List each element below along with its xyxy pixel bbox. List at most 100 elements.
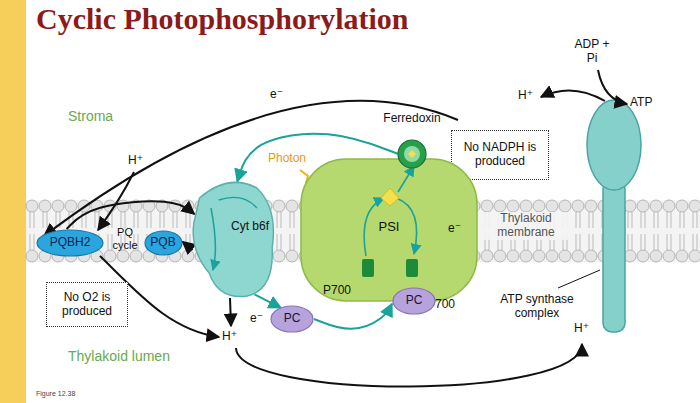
figure-part bbox=[186, 234, 187, 250]
figure-part bbox=[671, 212, 672, 228]
figure-part bbox=[494, 250, 506, 262]
figure-part bbox=[507, 250, 519, 262]
figure-part bbox=[481, 250, 493, 262]
figure-part bbox=[130, 250, 142, 262]
figure-part bbox=[654, 234, 655, 250]
figure-part bbox=[37, 230, 103, 256]
text-holder: PC bbox=[392, 287, 436, 315]
text-label: Photon bbox=[268, 152, 306, 166]
plastoquinone: PQB bbox=[144, 230, 183, 256]
figure-part bbox=[628, 234, 629, 250]
ferredoxin: Ferredoxin bbox=[370, 112, 454, 170]
figure-part bbox=[624, 250, 636, 262]
node-text: No O2 is produced bbox=[50, 291, 124, 319]
figure-part bbox=[160, 212, 161, 228]
figure-part bbox=[294, 212, 295, 228]
text-holder: No NADPH is produced bbox=[452, 131, 548, 179]
figure-part bbox=[559, 200, 571, 212]
note-box: No NADPH is produced bbox=[451, 130, 549, 180]
figure-part bbox=[99, 212, 100, 228]
node-text: ATP synthase complex bbox=[496, 293, 578, 321]
text-holder: PC bbox=[270, 305, 314, 333]
plastocyanin: PC bbox=[270, 305, 314, 333]
figure-part bbox=[164, 212, 165, 228]
figure-part bbox=[406, 259, 418, 277]
node-text: Cyt b6f bbox=[230, 220, 270, 234]
figure-part bbox=[290, 234, 291, 250]
figure-part bbox=[603, 180, 625, 332]
node-text: PQBH2 bbox=[50, 236, 91, 250]
node-text: PQB bbox=[150, 236, 175, 250]
text-holder: PQB bbox=[144, 230, 183, 256]
figure-part bbox=[689, 200, 700, 212]
node-text: No NADPH is produced bbox=[455, 141, 545, 169]
text-label: H⁺ bbox=[574, 322, 589, 336]
figure-part bbox=[145, 231, 182, 255]
text-label: H⁺ bbox=[518, 89, 533, 103]
figure-part bbox=[689, 250, 700, 262]
figure-part bbox=[667, 212, 668, 228]
figure-part bbox=[589, 212, 590, 228]
text-holder: No O2 is produced bbox=[47, 283, 127, 326]
figure-part bbox=[34, 234, 35, 250]
figure-part bbox=[580, 234, 581, 250]
figure-part bbox=[580, 212, 581, 228]
atp-formation-arrow bbox=[598, 70, 627, 104]
plastoquinol: PQBH2 bbox=[36, 229, 104, 257]
figure-part bbox=[658, 212, 659, 228]
figure-part bbox=[559, 250, 571, 262]
figure-part bbox=[593, 234, 594, 250]
node-text: P700 bbox=[316, 284, 358, 298]
figure-part bbox=[576, 212, 577, 228]
figure-part bbox=[684, 234, 685, 250]
figure-part bbox=[680, 234, 681, 250]
text-holder: ATP synthase complex bbox=[496, 282, 578, 332]
text-label: H⁺ bbox=[222, 330, 237, 344]
figure-part bbox=[684, 212, 685, 228]
figure-part bbox=[52, 200, 64, 212]
figure-part bbox=[281, 234, 282, 250]
figure-part bbox=[34, 212, 35, 228]
figure-part bbox=[585, 250, 597, 262]
text-label: Thylakoid lumen bbox=[68, 348, 170, 364]
figure-part bbox=[663, 250, 675, 262]
figure-part bbox=[117, 250, 129, 262]
figure-part bbox=[393, 288, 435, 314]
figure-part bbox=[576, 234, 577, 250]
figure-part bbox=[658, 234, 659, 250]
figure-part bbox=[95, 212, 96, 228]
figure-part bbox=[47, 212, 48, 228]
figure-part bbox=[693, 212, 694, 228]
figure-part bbox=[632, 212, 633, 228]
figure-part bbox=[190, 212, 191, 228]
figure-part bbox=[404, 146, 420, 162]
figure-part bbox=[546, 250, 558, 262]
figure-part bbox=[624, 200, 636, 212]
figure-part bbox=[104, 250, 116, 262]
connector-arrow bbox=[314, 304, 392, 329]
text-label: e⁻ bbox=[448, 222, 461, 236]
figure-part bbox=[641, 234, 642, 250]
figure-part bbox=[645, 234, 646, 250]
figure-part bbox=[286, 250, 298, 262]
figure-part bbox=[533, 200, 545, 212]
figure-part bbox=[398, 140, 426, 168]
proton-release-arrow bbox=[541, 90, 605, 101]
figure-part bbox=[671, 234, 672, 250]
node-text: PC bbox=[406, 294, 423, 308]
figure-part bbox=[589, 234, 590, 250]
proton-gradient-arrow bbox=[236, 344, 582, 387]
figure-part bbox=[663, 200, 675, 212]
figure-part bbox=[65, 200, 77, 212]
figure-title: Cyclic Photophosphorylation bbox=[36, 2, 409, 36]
atp-synthase-symbol bbox=[587, 100, 641, 332]
node-outline bbox=[190, 178, 276, 298]
connector-arrow bbox=[255, 294, 282, 307]
figure-part bbox=[43, 212, 44, 228]
figure-part bbox=[177, 212, 178, 228]
figure-caption: Figure 12.38 bbox=[36, 390, 75, 397]
figure-part bbox=[26, 250, 38, 262]
figure-part bbox=[30, 212, 31, 228]
figure-part bbox=[277, 212, 278, 228]
figure-part bbox=[520, 250, 532, 262]
